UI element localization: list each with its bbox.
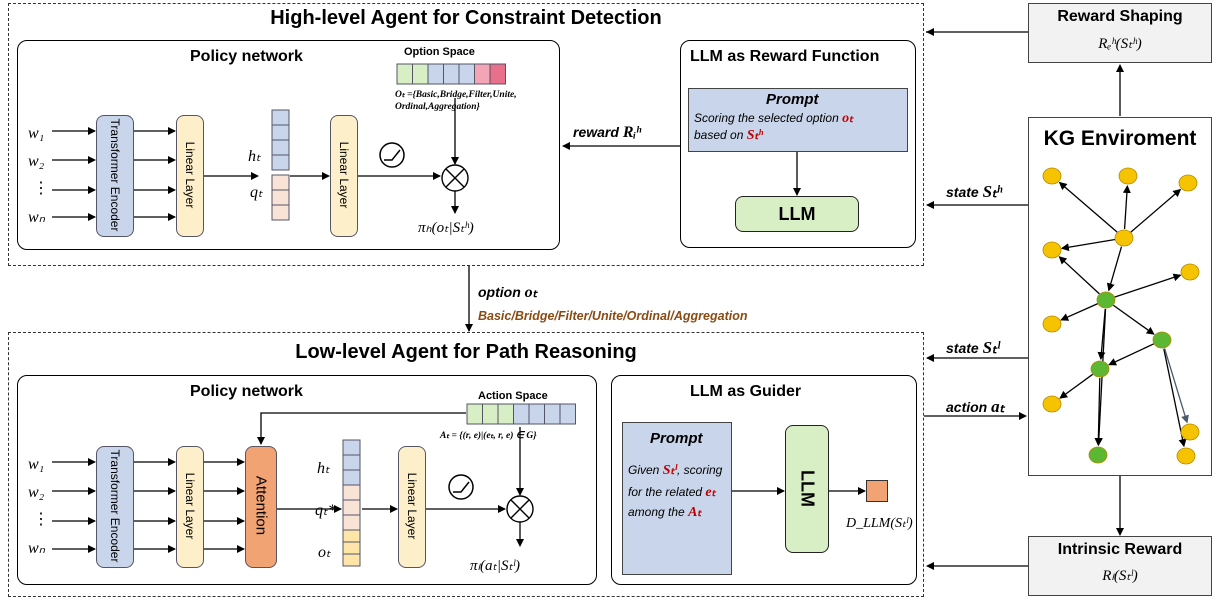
low-linear-layer-1 [176,446,204,568]
option-symbol: oₜ [524,284,538,301]
low-prompt-line-3: among the Aₜ [628,504,702,521]
low-prompt-line-1: Given Sₜˡ, scoring [628,462,722,479]
high-linear-layer-1-label: Linear Layer [183,141,197,209]
option-word: option [478,284,521,300]
high-prompt-text-2: based on Sₜʰ [694,127,763,144]
high-linear-layer-1 [176,115,204,237]
llm-reward-function-title: LLM as Reward Function [690,48,880,65]
high-input-dots: ⋮ [33,180,49,197]
attention-layer [245,446,277,568]
high-hidden-q: qₜ [250,184,263,201]
high-input-w1: w₁ [28,125,45,142]
high-prompt-label: Prompt [766,91,819,108]
action-label: action aₜ [946,397,1005,417]
reward-word: reward [573,124,619,140]
high-linear-layer-2 [330,115,358,237]
intrinsic-reward-box [1028,536,1212,596]
high-level-agent-title: High-level Agent for Constraint Detectio… [270,7,662,29]
high-policy-output: πₕ(oₜ|Sₜʰ) [418,220,474,236]
high-llm-box [735,196,859,232]
reward-symbol: Rᵢʰ [622,124,641,141]
low-input-dots: ⋮ [33,511,49,528]
high-prompt-box [688,88,908,152]
high-level-agent-panel [8,3,924,266]
low-transformer-encoder-label: Transformer Encoder [108,449,122,563]
high-policy-network-title: Policy network [190,48,303,65]
llm-score-square [866,480,888,502]
low-linear-layer-2 [398,446,426,568]
high-transformer-encoder [96,115,134,237]
action-symbol: aₜ [991,397,1005,416]
intrinsic-reward-title: Intrinsic Reward [1057,541,1183,558]
option-label: option oₜ [478,282,537,302]
option-values: Basic/Bridge/Filter/Unite/Ordinal/Aggreg… [478,309,748,323]
low-prompt-related: for the related [628,485,703,499]
low-policy-network-title: Policy network [190,383,303,400]
action-word: action [946,399,988,415]
low-level-agent-title: Low-level Agent for Path Reasoning [295,341,637,363]
action-space-title: Action Space [478,390,548,402]
low-prompt-label: Prompt [650,430,703,447]
low-prompt-given: Given [628,463,660,477]
low-hidden-h: hₜ [317,460,330,477]
reward-shaping-title: Reward Shaping [1057,8,1183,25]
high-prompt-line-2: based on [694,128,744,142]
reward-label: reward Rᵢʰ [573,124,641,142]
state-high-symbol: Sₜʰ [982,182,1002,201]
low-prompt-among: among the [628,505,685,519]
high-option-set: Oₜ ={Basic,Bridge,Filter,Unite, Ordinal,… [395,90,517,112]
low-input-w1: w₁ [28,456,45,473]
low-transformer-encoder [96,446,134,568]
reward-shaping-formula: Rₑʰ(Sₜʰ) [1098,36,1142,52]
low-linear-layer-2-label: Linear Layer [405,472,419,540]
state-low-symbol: Sₜˡ [982,338,1000,357]
attention-layer-label: Attention [252,475,270,536]
low-hidden-o: oₜ [318,544,331,561]
high-linear-layer-2-label: Linear Layer [337,141,351,209]
high-prompt-line-1: Scoring the selected option [694,111,839,125]
action-set: Aₜ = {(r, e)|(eₜ, r, e) ∈ G} [440,431,537,441]
intrinsic-reward-formula: Rₗ(Sₜˡ) [1102,568,1138,584]
high-transformer-encoder-label: Transformer Encoder [108,118,122,232]
low-prompt-line-2: for the related eₜ [628,484,716,501]
llm-score-output: D_LLM(Sₜˡ) [846,516,913,531]
llm-guider-title: LLM as Guider [690,383,802,400]
low-prompt-state-symbol: Sₜˡ [662,463,677,478]
state-low-word: state [946,340,979,356]
high-input-w2: w₂ [28,153,45,170]
state-high-word: state [946,184,979,200]
low-prompt-action-symbol: Aₜ [688,505,702,520]
reward-shaping-box [1028,3,1212,63]
low-linear-layer-1-label: Linear Layer [183,472,197,540]
high-input-wn: wₙ [28,209,46,226]
low-input-wn: wₙ [28,540,46,557]
low-prompt-scoring: , scoring [677,463,723,477]
high-llm-label: LLM [778,204,816,224]
low-prompt-entity-symbol: eₜ [705,485,716,500]
state-high-label: state Sₜʰ [946,182,1002,202]
kg-environment-box [1028,117,1212,476]
low-level-agent-panel [8,332,924,597]
low-prompt-box [622,422,732,575]
kg-environment-title: KG Enviroment [1043,127,1197,150]
high-prompt-text-1: Scoring the selected option oₜ [694,110,853,127]
high-prompt-option-symbol: oₜ [842,111,854,126]
high-prompt-state-symbol: Sₜʰ [746,128,763,143]
high-option-space-title: Option Space [404,46,475,58]
low-llm-box [785,425,829,553]
high-hidden-h: hₜ [248,148,261,165]
low-input-w2: w₂ [28,484,45,501]
low-hidden-q: qₜ* [315,502,336,519]
low-llm-label: LLM [797,470,818,507]
state-low-label: state Sₜˡ [946,338,1000,358]
low-policy-output: πₗ(aₜ|Sₜˡ) [470,558,521,574]
